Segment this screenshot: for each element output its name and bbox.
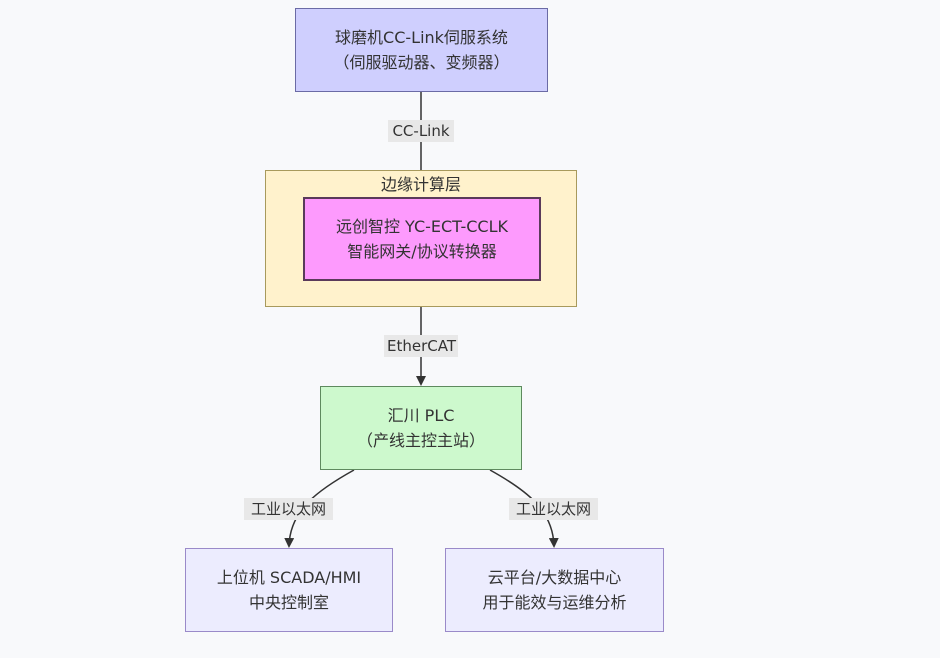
node-plc-line1: 汇川 PLC [387, 406, 455, 425]
edge-label-ethernet-cloud: 工业以太网 [509, 498, 598, 520]
node-gateway-line1: 远创智控 YC-ECT-CCLK [335, 217, 509, 236]
node-scada: 上位机 SCADA/HMI 中央控制室 [185, 548, 393, 632]
cluster-title: 边缘计算层 [380, 175, 461, 194]
node-scada-line2: 中央控制室 [248, 593, 329, 612]
edge-label-ethercat: EtherCAT [384, 335, 458, 357]
node-gateway: 远创智控 YC-ECT-CCLK 智能网关/协议转换器 [303, 197, 541, 281]
edge-label-cc-link: CC-Link [388, 120, 454, 142]
node-gateway-line2: 智能网关/协议转换器 [347, 242, 497, 261]
node-cloud: 云平台/大数据中心 用于能效与运维分析 [445, 548, 664, 632]
node-servo-line2: （伺服驱动器、变频器） [333, 53, 510, 72]
node-cloud-line2: 用于能效与运维分析 [482, 593, 627, 612]
edge-label-ethernet-scada: 工业以太网 [244, 498, 333, 520]
node-plc: 汇川 PLC （产线主控主站） [320, 386, 522, 470]
node-scada-line1: 上位机 SCADA/HMI [216, 568, 362, 587]
node-plc-line2: （产线主控主站） [356, 431, 485, 450]
node-servo-system: 球磨机CC-Link伺服系统 （伺服驱动器、变频器） [295, 8, 548, 92]
node-servo-line1: 球磨机CC-Link伺服系统 [335, 28, 508, 47]
node-cloud-line1: 云平台/大数据中心 [487, 568, 622, 587]
